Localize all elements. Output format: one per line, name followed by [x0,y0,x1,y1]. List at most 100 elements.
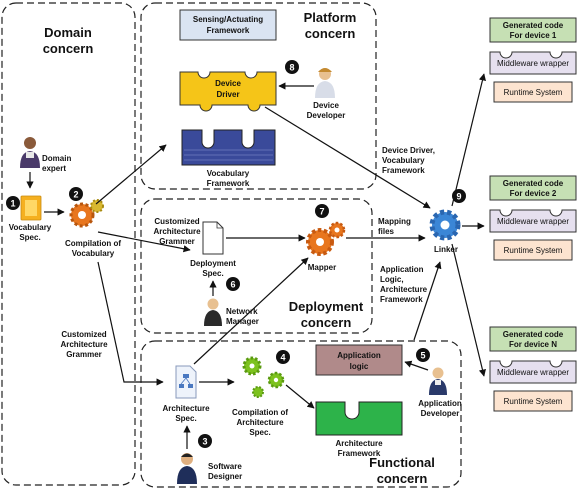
svg-text:4: 4 [280,353,285,363]
step-7-badge: 7 [315,204,329,218]
svg-text:5: 5 [420,351,425,361]
step-4-badge: 4 [276,350,290,364]
domain-expert-icon [20,137,40,168]
domain-expert-label: Domain [42,154,71,163]
mapping-files-label-2: files [378,227,395,236]
linker-to-device1-arrow [451,73,486,207]
runtime-system-box-1 [493,81,573,103]
linker-input-app-label: Application [380,265,424,274]
vocabulary-spec-icon [20,195,42,221]
vocabulary-framework-box [181,129,276,166]
linker-input-driver-label: Device Driver, [382,146,435,155]
middleware-wrapper-box-2 [489,209,577,233]
architecture-framework-label: Architecture [335,439,383,448]
mapping-files-label: Mapping [378,217,411,226]
deployment-concern-title: Deployment [289,299,364,314]
deployment-concern-title-2: concern [301,315,352,330]
customized-grammer-label-mid-3: Grammer [159,237,195,246]
generated-code-device-1: For device 1 [510,31,557,40]
middleware-wrapper-label-3: Middleware wrapper [497,368,569,377]
network-manager-label: Network [226,307,258,316]
middleware-wrapper-label-2: Middleware wrapper [497,217,569,226]
step-8-badge: 8 [285,60,299,74]
compile-to-architecture-spec-arrow [97,261,164,386]
customized-grammer-label-mid: Customized [154,217,199,226]
compile-to-vocabulary-framework-arrow [95,144,167,205]
platform-concern-boundary [140,2,377,190]
vocabulary-framework-label: Vocabulary [207,169,250,178]
platform-concern-title-2: concern [305,26,356,41]
compilation-vocabulary-label: Compilation of [65,239,121,248]
vocabulary-spec-label: Vocabulary [9,223,52,232]
app-logic-to-linker-arrow [413,261,442,341]
customized-grammer-label-left-3: Grammer [66,350,102,359]
device-developer-label-2: Developer [307,111,346,120]
deployment-spec-icon [202,221,224,255]
application-logic-box [315,344,403,376]
mapper-gear-icon [306,221,346,256]
generated-code-title-3: Generated code [503,330,564,339]
compilation-vocabulary-label-2: Vocabulary [72,249,115,258]
compilation-architecture-label-3: Spec. [249,428,270,437]
device-driver-label-2: Driver [216,90,239,99]
functional-concern-title-2: concern [377,471,428,486]
linker-gear-icon [429,209,461,241]
network-manager-label-2: Manager [226,317,259,326]
sensing-framework-box [179,9,277,41]
generated-code-header-1 [489,17,577,43]
deployment-spec-label: Deployment [190,259,236,268]
software-designer-label-2: Designer [208,472,242,481]
step-2-badge: 2 [69,187,83,201]
svg-text:6: 6 [230,280,235,290]
linker-input-driver-label-2: Vocabulary [382,156,425,165]
architecture-framework-box [315,401,403,436]
linker-input-app-label-3: Architecture [380,285,428,294]
step-1-badge: 1 [6,196,20,210]
step-6-badge: 6 [226,277,240,291]
compilation-architecture-label-2: Architecture [236,418,284,427]
domain-concern-title: Domain [44,25,92,40]
middleware-wrapper-box-1 [489,51,577,75]
generated-code-device-3: For device N [509,340,557,349]
architecture-spec-icon [175,365,197,399]
runtime-system-box-2 [493,239,573,261]
generated-code-title-1: Generated code [503,21,564,30]
sensing-framework-label-2: Framework [207,26,250,35]
domain-expert-label-2: expert [42,164,66,173]
svg-text:3: 3 [202,437,207,447]
runtime-system-label-2: Runtime System [504,246,563,255]
svg-text:8: 8 [289,63,294,73]
device-driver-box [179,71,277,112]
customized-grammer-label-left-2: Architecture [60,340,108,349]
runtime-system-label-1: Runtime System [504,88,563,97]
linker-input-app-label-4: Framework [380,295,423,304]
customized-grammer-label-mid-2: Architecture [153,227,201,236]
step-5-badge: 5 [416,348,430,362]
device-driver-label: Device [215,79,241,88]
device-developer-icon [315,68,335,98]
customized-grammer-label-left: Customized [61,330,106,339]
sensing-framework-label: Sensing/Actuating [193,15,263,24]
application-logic-label-2: logic [350,362,369,371]
platform-concern-title: Platform [304,10,357,25]
svg-text:1: 1 [10,199,15,209]
deployment-spec-label-2: Spec. [202,269,223,278]
vocabulary-framework-label-2: Framework [207,179,250,188]
application-developer-label-2: Developer [421,409,460,418]
compile-to-deployment-spec-arrow [97,231,191,253]
generated-code-header-2 [489,175,577,201]
svg-text:7: 7 [319,207,324,217]
runtime-system-box-3 [493,390,573,412]
svg-text:9: 9 [456,192,461,202]
arch-spec-to-mapper-arrow [193,257,309,365]
svg-text:2: 2 [73,190,78,200]
software-designer-icon [177,453,197,484]
generated-code-device-2: For device 2 [510,189,557,198]
application-developer-label: Application [418,399,462,408]
domain-concern-title-2: concern [43,41,94,56]
architecture-framework-label-2: Framework [338,449,381,458]
driver-to-linker-arrow [264,106,431,209]
compilation-architecture-gear-icon [242,356,285,398]
compilation-vocabulary-gear-icon [69,199,104,228]
